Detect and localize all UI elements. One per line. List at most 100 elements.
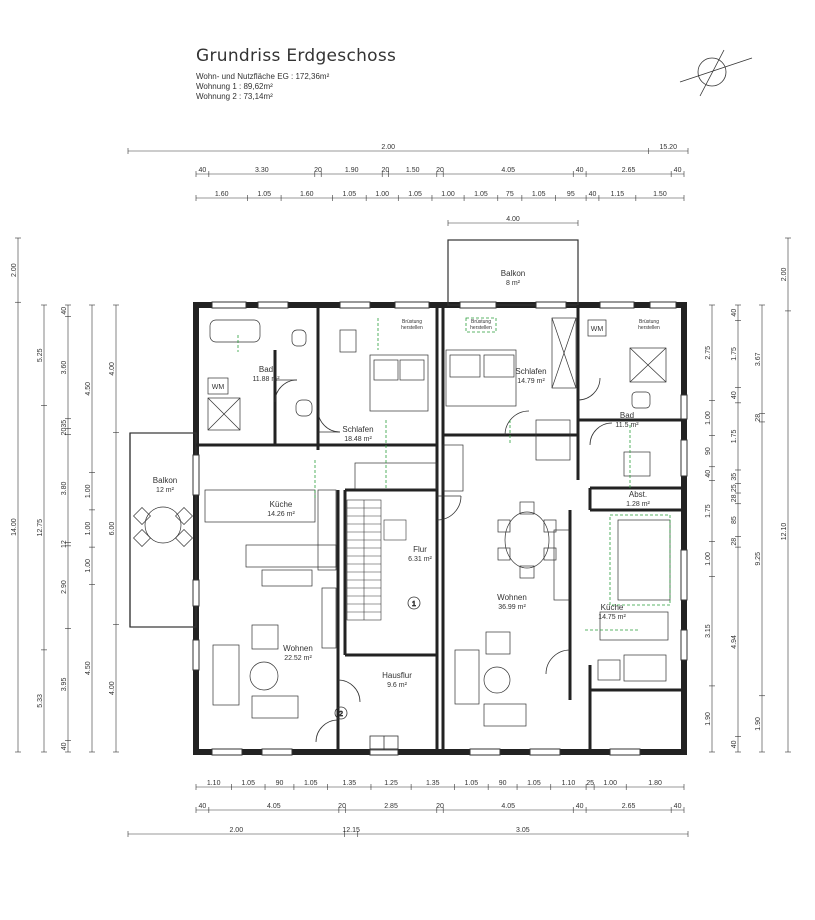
dim-bottom-row1-label: 1.35 xyxy=(342,780,356,787)
room-name-schlafen-w2: Schlafen xyxy=(515,367,546,376)
dim-bottom-row1-label: 25 xyxy=(586,780,594,787)
dim-right-col2-label: 28 xyxy=(731,494,738,502)
dim-left-col3-label: 12 xyxy=(61,540,68,548)
dim-left-col3-label: 3.80 xyxy=(61,481,68,495)
dim-bottom-row1-label: 1.00 xyxy=(603,780,617,787)
doors xyxy=(274,377,613,751)
dim-top-row3-label: 75 xyxy=(506,191,514,198)
room-area-schlafen-w1: 18.48 m² xyxy=(344,436,372,443)
dim-top-row3-label: 1.00 xyxy=(441,191,455,198)
dim-bottom-row1-label: 1.25 xyxy=(384,780,398,787)
dim-right-col1-label: 1.00 xyxy=(705,411,712,425)
room-name-wohnen-w2: Wohnen xyxy=(497,593,527,602)
room-area-kueche-w2: 14.75 m² xyxy=(598,614,626,621)
total-area-text: Wohn- und Nutzfläche EG : 172,36m² xyxy=(196,72,330,81)
dim-left-col1-label: 14.00 xyxy=(11,518,18,536)
dim-bottom-row3-label: 3.05 xyxy=(516,827,530,834)
dim-right-col2-label: 4.94 xyxy=(731,635,738,649)
dim-top-row3-label: 40 xyxy=(589,191,597,198)
dim-top-row2-label: 2.65 xyxy=(622,167,636,174)
room-area-abst: 1.28 m² xyxy=(626,501,650,508)
dim-top-row3-label: 1.05 xyxy=(342,191,356,198)
dim-bottom-row2-label: 2.65 xyxy=(622,803,636,810)
room-area-wohnen-w1: 22.52 m² xyxy=(284,655,312,662)
dim-left-col4-label: 4.50 xyxy=(85,661,92,675)
dim-right-col1-label: 1.75 xyxy=(705,504,712,518)
dim-right-col2-label: 85 xyxy=(731,516,738,524)
room-name-balkon-west: Balkon xyxy=(153,476,177,485)
dim-right-col2-label: 35 xyxy=(731,473,738,481)
room-area-hausflur: 9.6 m² xyxy=(387,682,408,689)
dim-top-row3-label: 1.05 xyxy=(408,191,422,198)
dim-bottom-row3-label: 2.00 xyxy=(229,827,243,834)
dim-top-row2-label: 1.50 xyxy=(406,167,420,174)
dim-right-col3-label: 1.90 xyxy=(755,717,762,731)
room-name-abst: Abst. xyxy=(629,490,647,499)
bruestung-label-2: Brüstung xyxy=(471,319,491,325)
dim-left-col2-label: 5.25 xyxy=(37,348,44,362)
room-area-bad-w1: 11.88 m² xyxy=(252,376,280,383)
marker-1: 1 xyxy=(412,601,416,608)
room-name-wohnen-w1: Wohnen xyxy=(283,644,313,653)
room-area-kueche-w1: 14.26 m² xyxy=(267,511,295,518)
dim-top-row2-label: 40 xyxy=(674,167,682,174)
dim-right-col4-label: 12.10 xyxy=(781,523,788,541)
dim-bottom-row2-label: 4.05 xyxy=(501,803,515,810)
dim-top-row2-label: 4.05 xyxy=(501,167,515,174)
dim-bottom-row1-label: 1.80 xyxy=(648,780,662,787)
dim-top-row3-label: 1.60 xyxy=(300,191,314,198)
dim-top-row2-label: 20 xyxy=(314,167,322,174)
room-area-schlafen-w2: 14.79 m² xyxy=(517,378,545,385)
dim-left-col3-label: 35 xyxy=(61,420,68,428)
dim-bottom-row1-label: 1.05 xyxy=(304,780,318,787)
balcony-west xyxy=(129,432,197,628)
dim-left-col5-label: 4.00 xyxy=(109,681,116,695)
dim-bottom-row2-label: 40 xyxy=(576,803,584,810)
dim-right-col1-label: 90 xyxy=(705,447,712,455)
staircase xyxy=(346,499,407,621)
dim-top-balkon-label: 4.00 xyxy=(506,216,520,223)
room-name-kueche-w1: Küche xyxy=(270,500,293,509)
dim-bottom-row2-label: 40 xyxy=(674,803,682,810)
dim-left-col4-label: 1.00 xyxy=(85,484,92,498)
dim-top-row2-label: 40 xyxy=(199,167,207,174)
dim-right-col3-label: 3.67 xyxy=(755,352,762,366)
dim-top-row1-label: 2.00 xyxy=(381,144,395,151)
windows xyxy=(192,301,688,756)
dim-bottom-row2-label: 40 xyxy=(199,803,207,810)
dim-bottom-row1-label: 1.05 xyxy=(241,780,255,787)
dim-left-col4-label: 1.00 xyxy=(85,559,92,573)
wm-label-w1: WM xyxy=(212,384,225,391)
dim-left-col2-label: 5.33 xyxy=(37,694,44,708)
dim-top-row3-label: 1.05 xyxy=(532,191,546,198)
north-arrow-icon xyxy=(679,49,753,97)
dim-left-col5-label: 6.00 xyxy=(109,522,116,536)
dim-right-col1-label: 2.75 xyxy=(705,346,712,360)
dim-right-col3-label: 28 xyxy=(755,414,762,422)
dim-bottom-row1-label: 1.05 xyxy=(527,780,541,787)
dim-right-col1-label: 1.90 xyxy=(705,712,712,726)
dim-left-col3-label: 20 xyxy=(61,428,68,436)
room-area-balkon-nord: 8 m² xyxy=(506,280,521,287)
room-name-schlafen-w1: Schlafen xyxy=(342,425,373,434)
dim-bottom-row1-label: 1.10 xyxy=(562,780,576,787)
dim-right-col1-label: 40 xyxy=(705,470,712,478)
room-labels: Bad 11.88 m² Schlafen 18.48 m² Küche 14.… xyxy=(153,269,660,689)
dim-top-row3-label: 1.50 xyxy=(653,191,667,198)
title-block: Grundriss Erdgeschoss Wohn- und Nutzfläc… xyxy=(196,46,396,102)
renovation-markings xyxy=(237,317,671,631)
dim-left-col4-label: 4.50 xyxy=(85,382,92,396)
entrance-markers: 1 2 xyxy=(334,596,421,720)
dim-top-row3-label: 95 xyxy=(567,191,575,198)
dim-bottom-row1-label: 1.10 xyxy=(207,780,221,787)
dim-bottom-row2-label: 20 xyxy=(338,803,346,810)
balcony-north xyxy=(447,239,579,306)
dim-bottom-row1-label: 1.35 xyxy=(426,780,440,787)
dim-top-row2-label: 40 xyxy=(576,167,584,174)
dim-right-col2-label: 25 xyxy=(731,484,738,492)
room-area-bad-w2: 11.5 m² xyxy=(615,422,639,429)
dim-left-col4-label: 1.00 xyxy=(85,522,92,536)
room-area-flur: 6.31 m² xyxy=(408,556,432,563)
